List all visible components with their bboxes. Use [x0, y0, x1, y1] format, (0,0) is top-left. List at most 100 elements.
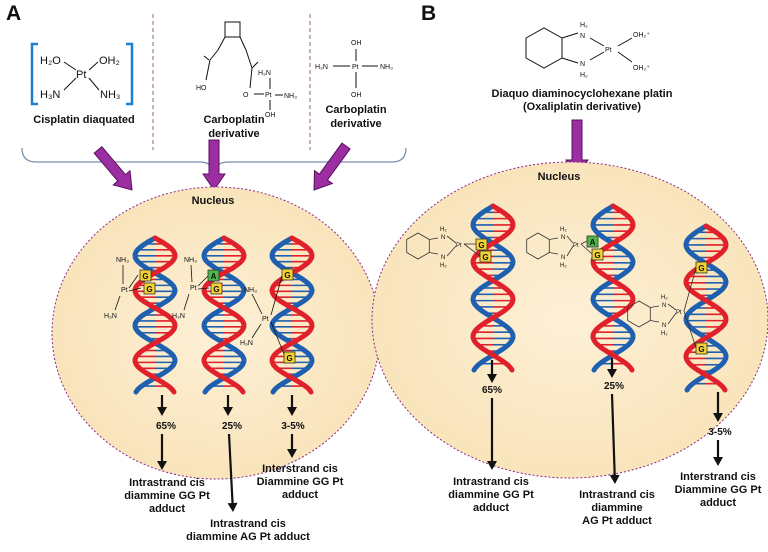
arrow-b-2-upper	[607, 358, 617, 378]
atom-oh2-top: OH₂⁺	[633, 32, 650, 39]
atom-h2o: H₂O	[40, 55, 61, 67]
outcome-a-1-line3: adduct	[149, 503, 185, 515]
outcome-b-3-line3: adduct	[700, 497, 736, 509]
percentage-b-2: 25%	[604, 381, 624, 392]
atom-nh3: NH₃	[100, 89, 120, 101]
atom-h3n: H₃N	[104, 313, 117, 320]
atom-o: O	[243, 92, 249, 99]
nucleus-b	[371, 161, 768, 479]
atom-pt: Pt	[573, 243, 579, 249]
atom-pt: Pt	[605, 47, 612, 54]
arrow-a-1-lower	[157, 434, 167, 470]
guanine-box: G	[210, 282, 223, 295]
adduct-a-3: NH₃ Pt H₃N	[240, 275, 285, 355]
atom-h2: H₂	[440, 227, 447, 233]
arrow-a-2-upper	[223, 395, 233, 416]
atom-pt: Pt	[76, 69, 86, 81]
dna-helix-b-3	[683, 223, 729, 393]
arrow-a-3-lower	[287, 434, 297, 458]
atom-h2-top: H₂	[580, 22, 588, 29]
base-letter: G	[478, 241, 484, 250]
outcome-arrows-panel-a	[157, 395, 297, 512]
guanine-box: G	[281, 268, 294, 281]
atom-oh: OH	[265, 112, 276, 119]
outcome-b-2-line1: Intrastrand cis	[579, 489, 655, 501]
nucleus-a-label: Nucleus	[192, 195, 235, 207]
atom-nh3: NH₃	[380, 64, 393, 71]
outcome-a-1-line1: Intrastrand cis	[129, 477, 205, 489]
arrow-b-3-upper	[713, 392, 723, 422]
arrow-a-1-upper	[157, 395, 167, 416]
guanine-box: G	[695, 261, 708, 274]
atom-pt: Pt	[352, 64, 359, 71]
atom-h2-bottom: H₂	[580, 72, 588, 79]
adenine-box: A	[207, 269, 220, 282]
outcome-a-1-line2: diammine GG Pt	[124, 490, 210, 502]
base-letter: G	[213, 285, 219, 294]
atom-ho: HO	[196, 85, 207, 92]
atom-h3n: H₃N	[172, 313, 185, 320]
outcome-b-1-line2: diammine GG Pt	[448, 489, 534, 501]
percentage-a-1: 65%	[156, 421, 176, 432]
base-letter: A	[590, 238, 596, 247]
base-letter: G	[286, 354, 292, 363]
atom-nh3: NH₃	[244, 287, 257, 294]
adenine-box: A	[586, 235, 599, 248]
atom-n: N	[561, 235, 565, 241]
atom-pt: Pt	[676, 310, 682, 316]
carboplatin-1-structure	[203, 21, 264, 95]
arrows-panel-a	[93, 139, 351, 191]
dna-helix-a-3	[269, 235, 315, 395]
guanine-box: G	[283, 351, 296, 364]
guanine-box: G	[479, 250, 492, 263]
atom-oh-top: OH	[351, 40, 362, 47]
base-letter: G	[146, 285, 152, 294]
arrow-a-3-upper	[287, 395, 297, 416]
outcome-a-2-line1: Intrastrand cis	[210, 518, 286, 530]
arrow-cisplatin	[93, 146, 133, 191]
atom-h2: H₂	[661, 295, 668, 301]
outcome-a-3-line1: Interstrand cis	[262, 463, 338, 475]
outcome-b-1-line3: adduct	[473, 502, 509, 514]
outcome-b-3-line2: Diammine GG Pt	[675, 484, 762, 496]
arrow-b-3-lower	[713, 440, 723, 466]
base-letter: G	[698, 264, 704, 273]
adduct-a-2: NH₃ Pt H₃N	[172, 257, 210, 320]
guanine-box: G	[143, 282, 156, 295]
guanine-box: G	[695, 342, 708, 355]
guanine-box: G	[591, 248, 604, 261]
base-letter: G	[142, 272, 148, 281]
atom-pt: Pt	[262, 316, 269, 323]
atom-n-bottom: N	[580, 61, 585, 68]
atom-h2: H₂	[661, 331, 668, 337]
atom-h3n: H₃N	[40, 89, 60, 101]
atom-pt: Pt	[456, 243, 462, 249]
atom-nh3: NH₃	[116, 257, 129, 264]
atom-n: N	[441, 255, 445, 261]
atom-n: N	[662, 303, 666, 309]
bracket-right	[126, 42, 134, 106]
outcome-b-2-line2: diammine	[591, 502, 642, 514]
dna-helix-a-2	[201, 235, 247, 395]
cisplatin-label: Cisplatin diaquated	[33, 114, 134, 126]
atom-oh2-bottom: OH₂⁺	[633, 65, 650, 72]
atom-n: N	[561, 255, 565, 261]
dna-helix-b-1	[470, 203, 516, 373]
atom-h2: H₂	[440, 263, 447, 269]
atom-oh-bottom: OH	[351, 92, 362, 99]
carboplatin-1-label-line2: derivative	[208, 128, 259, 140]
carboplatin-2-label-line2: derivative	[330, 118, 381, 130]
guanine-box: G	[475, 238, 488, 251]
atom-nh3: NH₃	[184, 257, 197, 264]
outcome-b-2-line3: AG Pt adduct	[582, 515, 652, 527]
oxaliplatin-structure	[525, 27, 633, 69]
percentage-b-3: 3-5%	[708, 427, 731, 438]
base-letter: A	[211, 272, 217, 281]
atom-h3n: H₃N	[258, 70, 271, 77]
arrow-carboplatin-2	[313, 142, 351, 191]
arrow-b-1-upper	[487, 360, 497, 383]
